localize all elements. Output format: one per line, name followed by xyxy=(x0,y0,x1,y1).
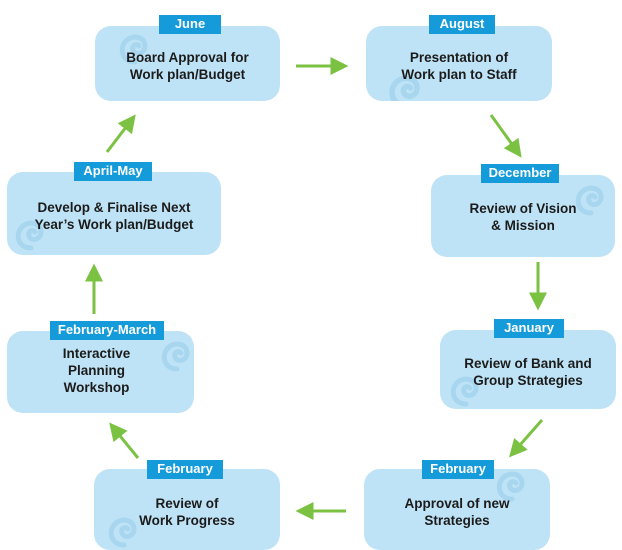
month-tab-february-approval: February xyxy=(422,460,494,479)
arrow-january-to-february xyxy=(509,419,544,458)
step-text-february-approval: Approval of new Strategies xyxy=(404,496,510,528)
month-tab-february-review: February xyxy=(147,460,223,479)
step-text-august: Presentation of Work plan to Staff xyxy=(401,50,517,82)
month-tab-june: June xyxy=(159,15,221,34)
step-text-february-review: Review of Work Progress xyxy=(139,496,235,528)
step-box-august: Presentation of Work plan to Staff xyxy=(366,26,552,101)
step-box-february-review: Review of Work Progress xyxy=(94,469,280,550)
month-tab-february-march: February-March xyxy=(50,321,164,340)
arrow-august-to-december xyxy=(489,114,522,158)
step-box-february-march: Interactive Planning Workshop xyxy=(7,331,194,413)
step-text-february-march: Interactive Planning Workshop xyxy=(62,346,131,395)
step-box-june: Board Approval for Work plan/Budget xyxy=(95,26,280,101)
step-box-december: Review of Vision & Mission xyxy=(431,175,615,257)
step-text-june: Board Approval for Work plan/Budget xyxy=(126,50,249,82)
month-tab-december: December xyxy=(481,164,559,183)
arrow-april-may-to-june xyxy=(105,114,136,153)
step-text-december: Review of Vision & Mission xyxy=(469,201,577,233)
month-tab-april-may: April-May xyxy=(74,162,152,181)
month-tab-january: January xyxy=(494,319,564,338)
arrow-february-to-february-march xyxy=(109,422,140,459)
step-box-april-may: Develop & Finalise Next Year’s Work plan… xyxy=(7,172,221,255)
month-tab-august: August xyxy=(429,15,495,34)
step-text-april-may: Develop & Finalise Next Year’s Work plan… xyxy=(34,200,194,232)
step-text-january: Review of Bank and Group Strategies xyxy=(464,356,592,388)
